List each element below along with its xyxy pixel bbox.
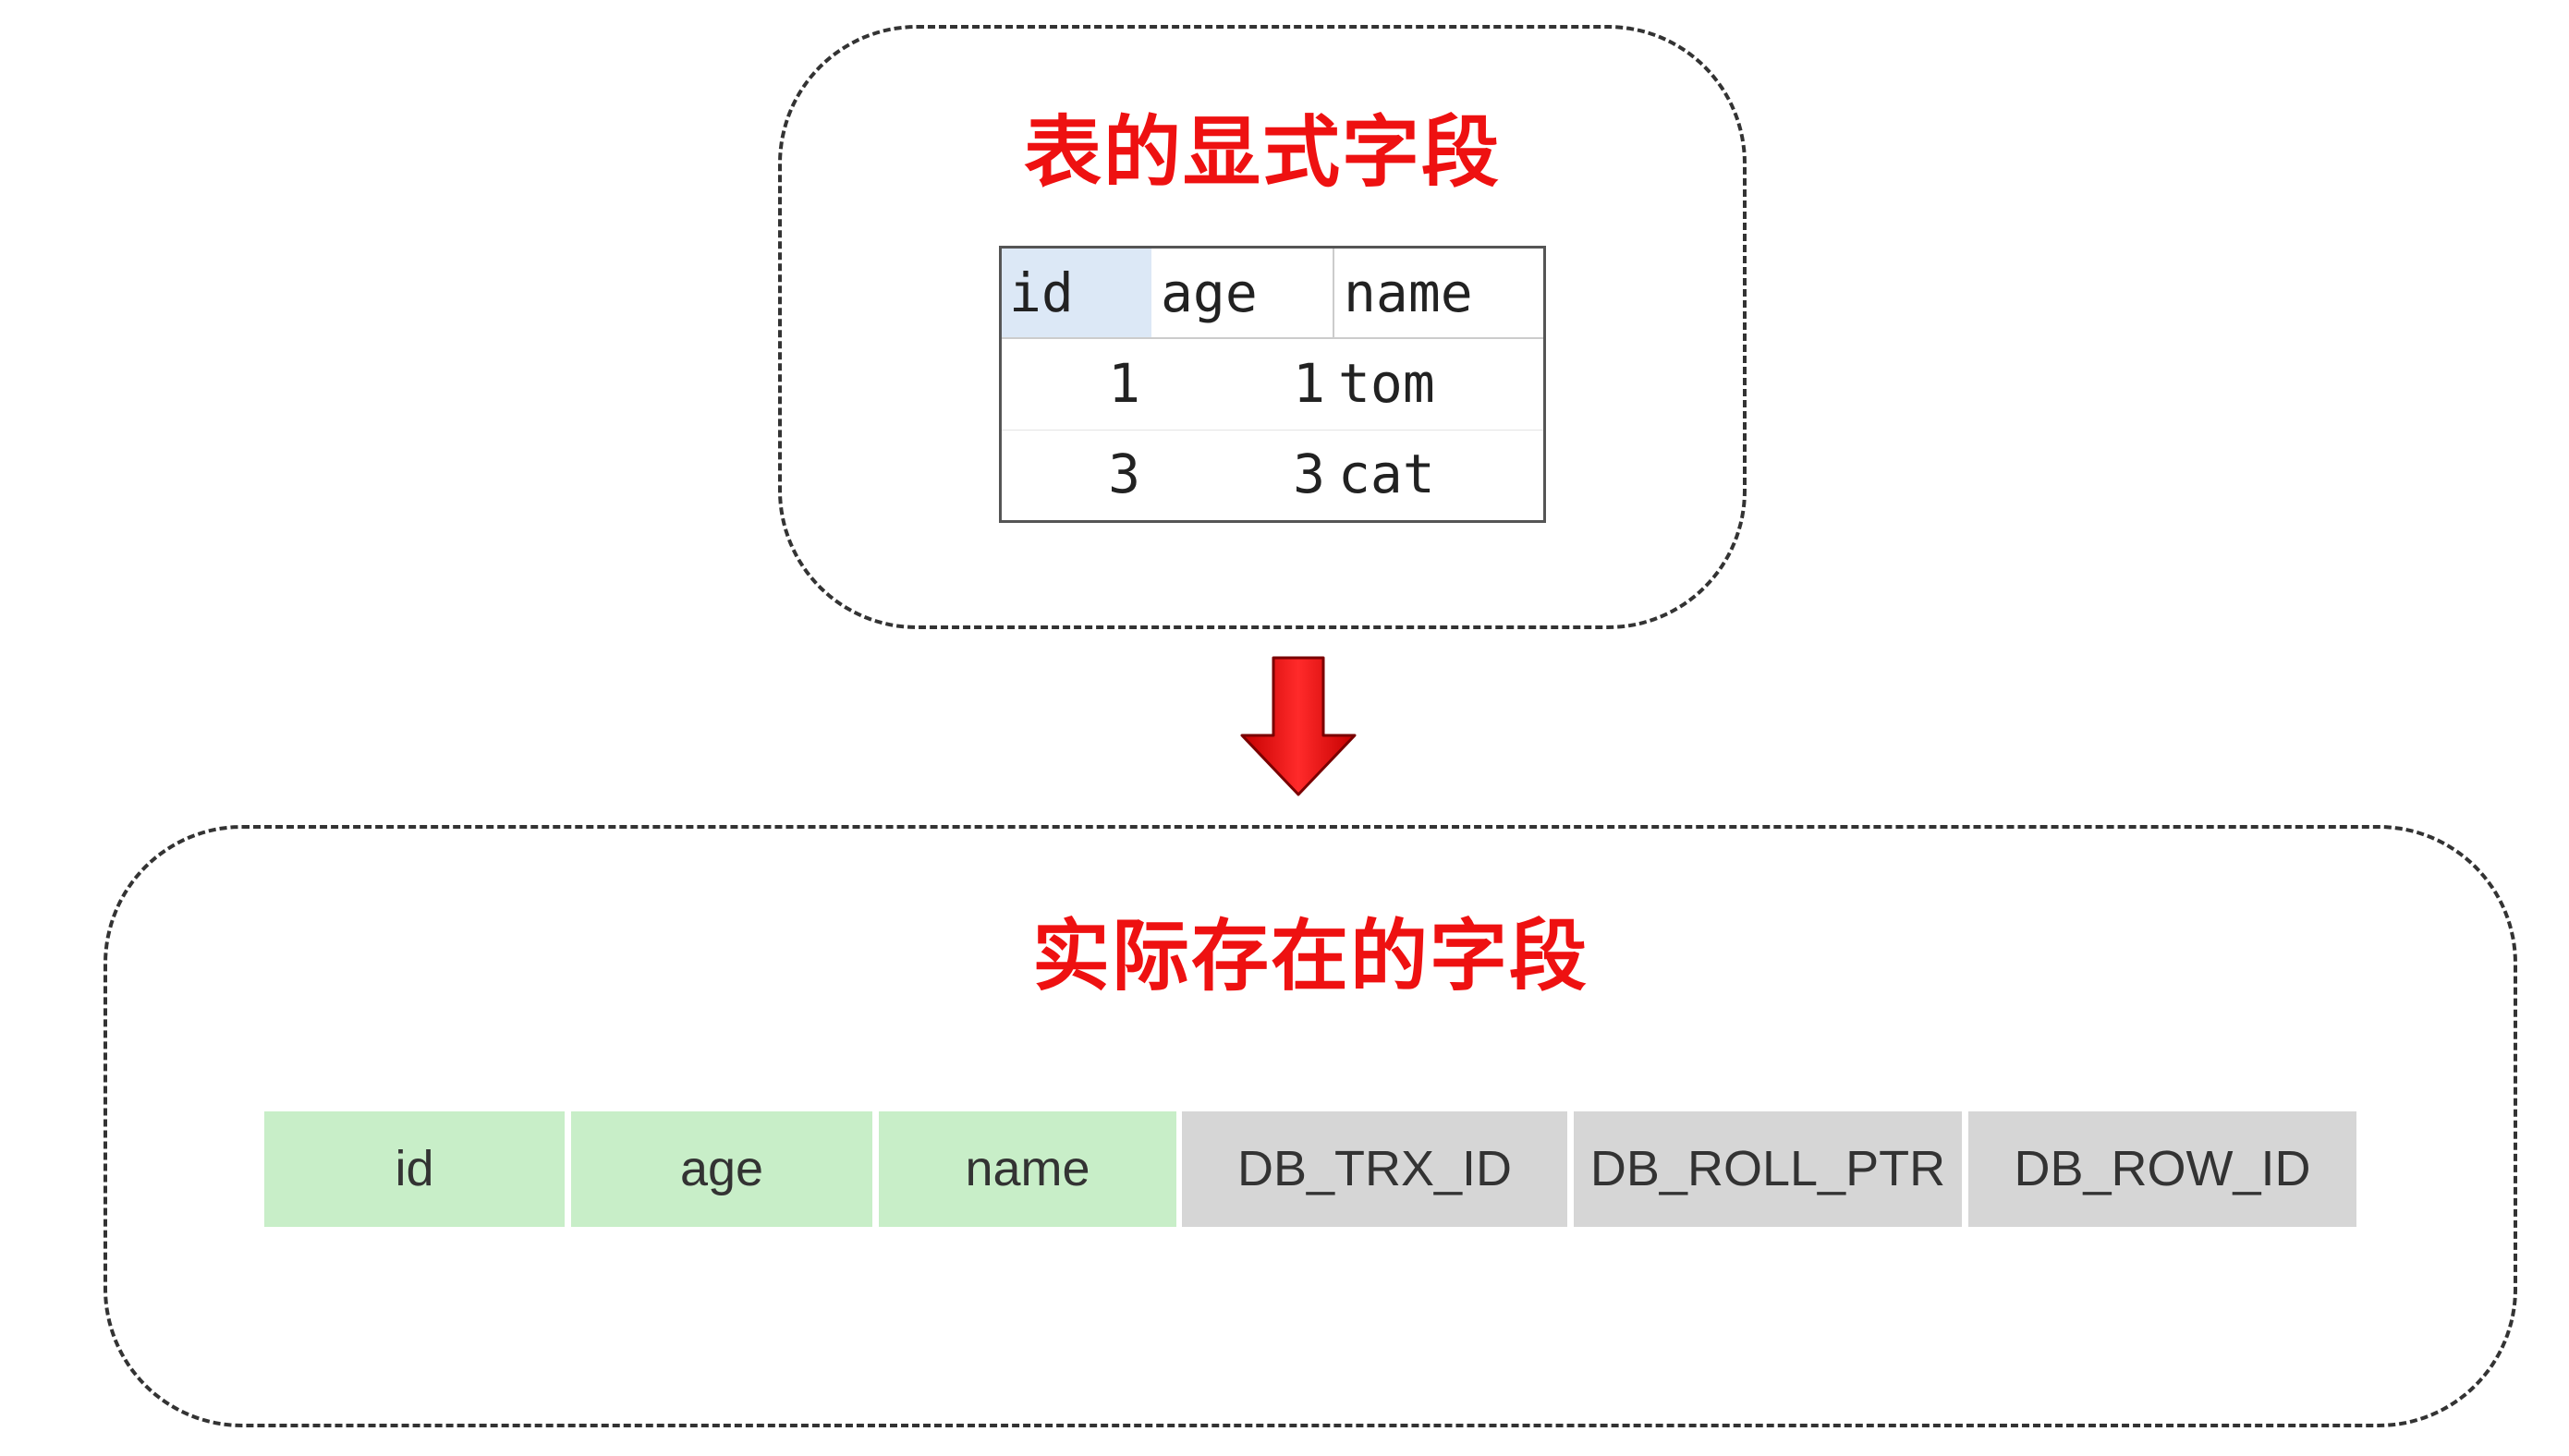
explicit-fields-title: 表的显式字段 [1023, 107, 1501, 198]
table-cell-row1-name: tom [1338, 352, 1435, 415]
field-id: id [264, 1111, 565, 1227]
field-name: name [879, 1111, 1176, 1227]
field-db-trx-id: DB_TRX_ID [1182, 1111, 1567, 1227]
actual-fields-title: 实际存在的字段 [1031, 911, 1589, 1001]
table-cell-row2-name: cat [1338, 443, 1435, 505]
field-db-row-id: DB_ROW_ID [1968, 1111, 2356, 1227]
table-cell-row1-id: 1 [1108, 352, 1140, 415]
actual-fields-container [103, 825, 2517, 1427]
table-header-name: name [1333, 249, 1543, 337]
table-row-divider [1002, 430, 1543, 431]
table-cell-row1-age: 1 [1293, 352, 1325, 415]
explicit-fields-container [778, 25, 1747, 629]
down-arrow-icon [1240, 656, 1357, 796]
explicit-fields-table: id age name 1 1 tom 3 3 cat [999, 246, 1546, 523]
field-age: age [571, 1111, 872, 1227]
table-cell-row2-id: 3 [1108, 443, 1140, 505]
table-header-divider [1002, 337, 1543, 339]
table-header-age: age [1161, 261, 1258, 324]
table-header-id: id [1002, 249, 1151, 337]
table-cell-row2-age: 3 [1293, 443, 1325, 505]
field-db-roll-ptr: DB_ROLL_PTR [1574, 1111, 1962, 1227]
